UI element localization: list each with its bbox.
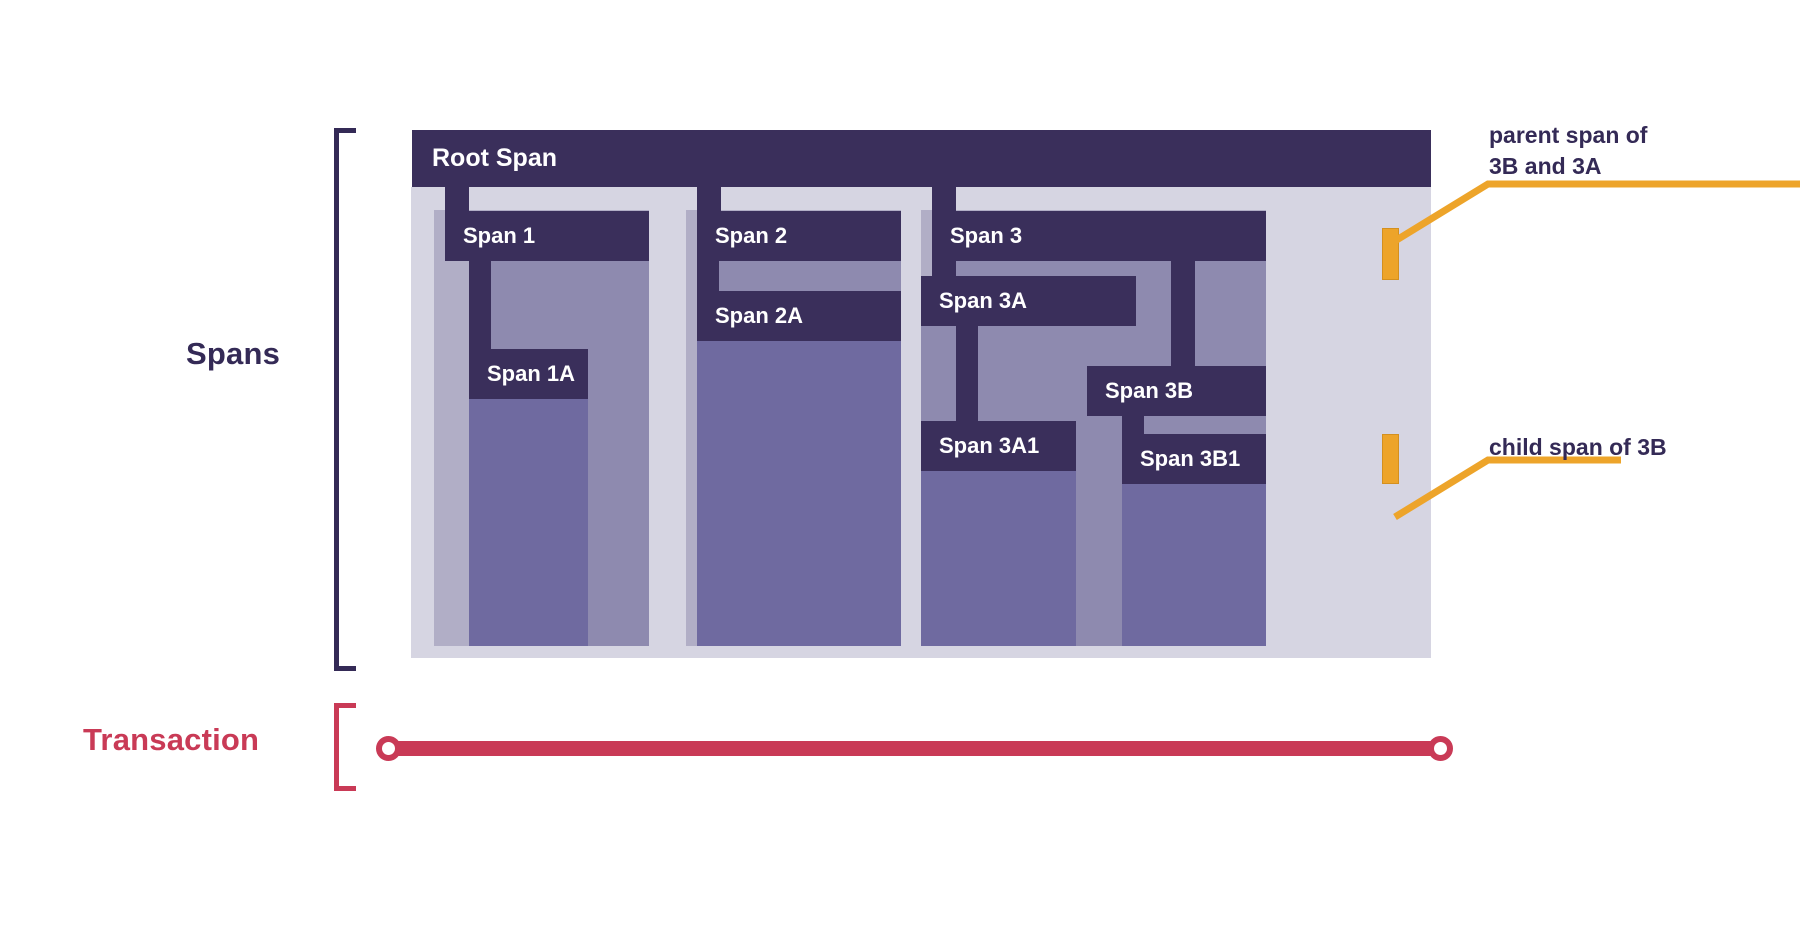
- bracket-top-tick: [334, 703, 356, 708]
- span-bar-span-3a[interactable]: Span 3A: [921, 276, 1136, 326]
- parent-span-highlight-marker: [1382, 228, 1399, 280]
- span-bar-span-2[interactable]: Span 2: [697, 211, 901, 261]
- transaction-group-label: Transaction: [83, 722, 260, 757]
- child-note-leader-line: [1393, 456, 1621, 520]
- child-span-highlight-marker: [1382, 434, 1399, 484]
- span3b1-duration-area: [1122, 484, 1266, 646]
- transaction-end-dot-icon: [1428, 736, 1453, 761]
- span-bar-span-3a1[interactable]: Span 3A1: [921, 421, 1076, 471]
- span-bar-span-3b[interactable]: Span 3B: [1087, 366, 1266, 416]
- span-bar-span-3b1[interactable]: Span 3B1: [1122, 434, 1266, 484]
- connector-span3-to-span3b: [1171, 261, 1195, 381]
- bracket-bottom-tick: [334, 786, 356, 791]
- annotation-line-1: child span of 3B: [1489, 434, 1667, 460]
- bracket-top-tick: [334, 128, 356, 133]
- span1a-duration-area: [469, 399, 588, 646]
- annotation-line-2: 3B and 3A: [1489, 153, 1602, 180]
- span-bar-root[interactable]: Root Span: [412, 130, 1431, 187]
- annotation-line-1: parent span of: [1489, 122, 1648, 148]
- bracket-vertical: [334, 128, 339, 671]
- annotation-parent-span: parent span of 3B and 3A: [1489, 120, 1789, 182]
- bracket-vertical: [334, 703, 339, 791]
- span-bar-span-2a[interactable]: Span 2A: [697, 291, 901, 341]
- parent-note-leader-line: [1393, 180, 1800, 244]
- transaction-bar: [388, 741, 1441, 756]
- spans-group-label: Spans: [186, 336, 281, 371]
- annotation-child-span: child span of 3B: [1489, 432, 1789, 463]
- connector-span3a-to-span3a1: [956, 326, 978, 436]
- spans-waterfall: Root Span Span 1 Span 1A Span 2 Span 2A …: [411, 130, 1431, 658]
- span-bar-span-3[interactable]: Span 3: [932, 211, 1266, 261]
- span-bar-span-1a[interactable]: Span 1A: [469, 349, 588, 399]
- transaction-start-dot-icon: [376, 736, 401, 761]
- span3a1-duration-area: [921, 471, 1076, 646]
- transaction-bracket: [334, 703, 358, 791]
- span2a-duration-area: [697, 341, 901, 646]
- bracket-bottom-tick: [334, 666, 356, 671]
- spans-bracket: [334, 128, 358, 671]
- span-bar-span-1[interactable]: Span 1: [445, 211, 649, 261]
